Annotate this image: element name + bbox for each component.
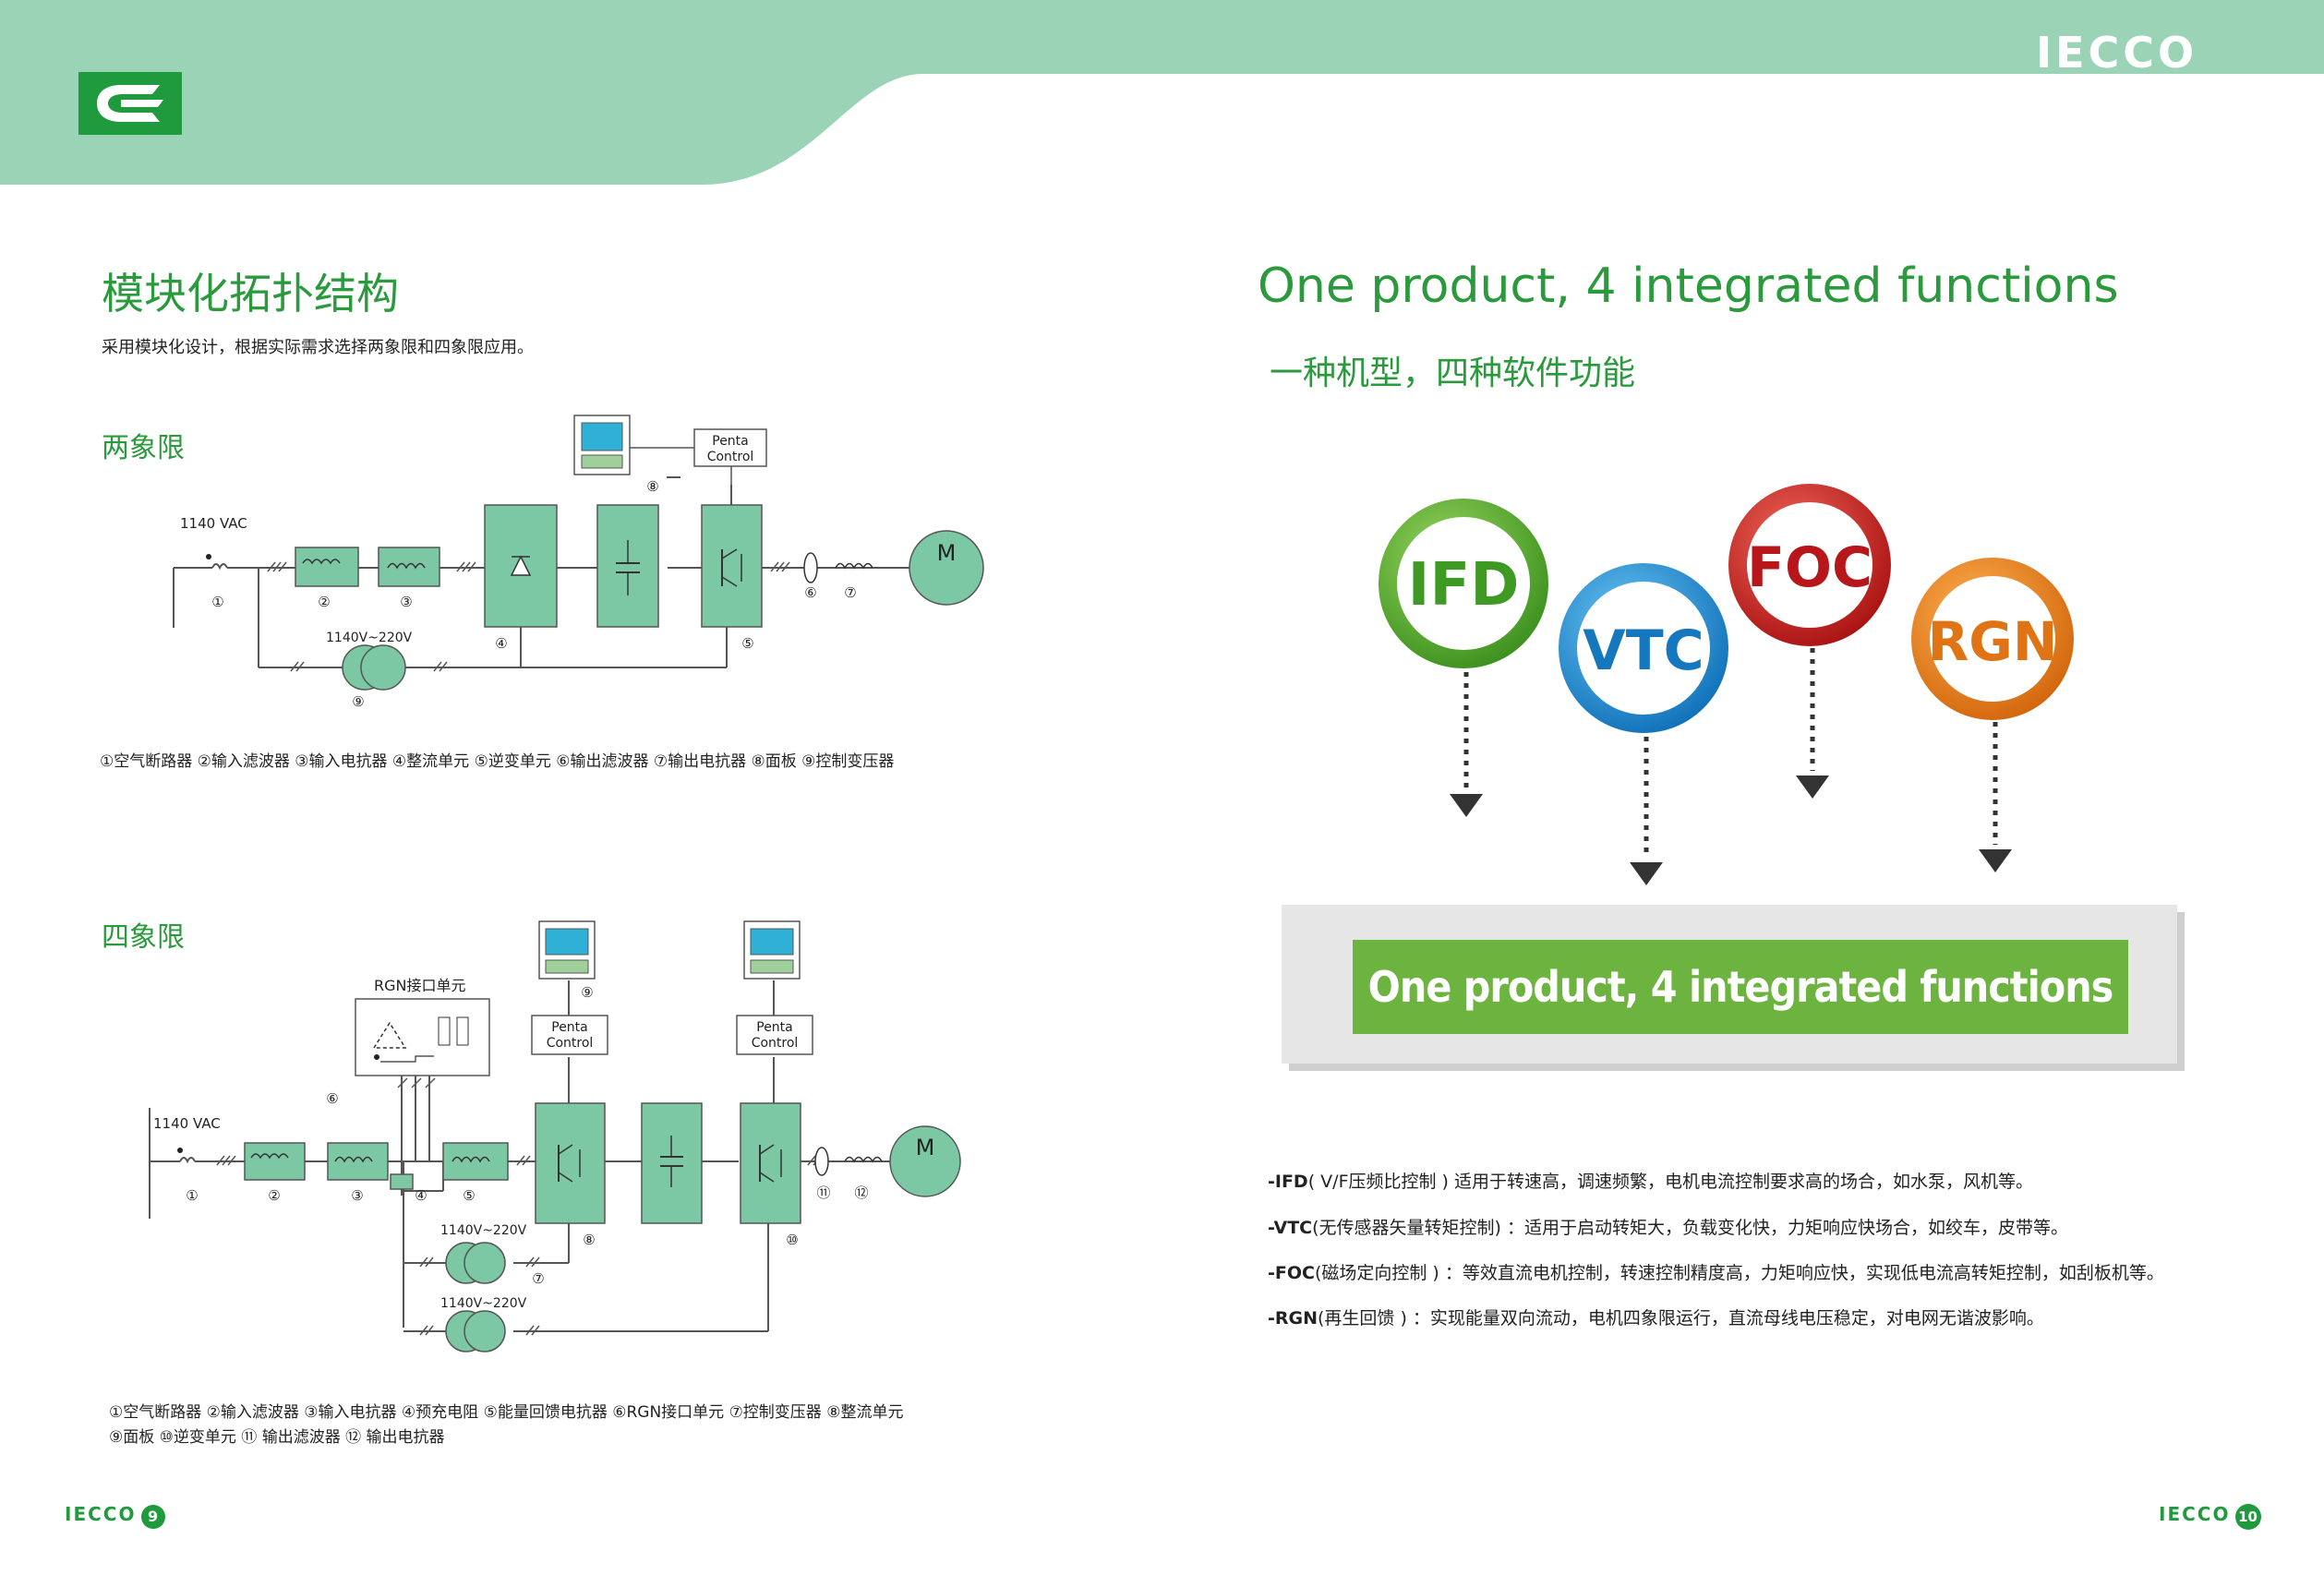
svg-text:⑥: ⑥ [326, 1090, 338, 1107]
pill-vtc: VTC [1559, 563, 1728, 885]
page-title: 模块化拓扑结构 [102, 269, 399, 319]
four-quadrant-diagram: RGN接口单元 Penta Control Penta Control M 11… [149, 920, 961, 1353]
control-label: Control [707, 450, 754, 464]
two-quadrant-legend: ①空气断路器 ②输入滤波器 ③输入电抗器 ④整流单元 ⑤逆变单元 ⑥输出滤波器 … [100, 752, 895, 771]
pill-vtc-label: VTC [1583, 619, 1704, 683]
svg-text:②: ② [268, 1187, 280, 1204]
pill-ifd: IFD [1379, 499, 1548, 817]
desc-ifd: -IFD( V/F压频比控制 ) 适用于转速高，调速频繁，电机电流控制要求高的场… [1268, 1168, 2033, 1193]
page-subtitle: 采用模块化设计，根据实际需求选择两象限和四象限应用。 [102, 338, 534, 357]
pill-ifd-label: IFD [1408, 551, 1520, 619]
penta-label-2: Penta [756, 1020, 793, 1035]
svg-text:⑥: ⑥ [804, 584, 816, 601]
desc-vtc-key: -VTC [1268, 1218, 1313, 1238]
four-quadrant-legend-2: ⑨面板 ⑩逆变单元 ⑪ 输出滤波器 ⑫ 输出电抗器 [109, 1428, 445, 1447]
svg-text:③: ③ [400, 594, 412, 610]
transformer-label-a: 1140V~220V [440, 1223, 527, 1238]
desc-foc-text: (磁场定向控制 ) ：等效直流电机控制，转速控制精度高，力矩响应快，实现低电流高… [1314, 1263, 2164, 1283]
svg-text:⑩: ⑩ [786, 1232, 798, 1248]
svg-text:⑦: ⑦ [844, 584, 856, 601]
logo-mark-icon [97, 85, 163, 122]
function-pills: IFD VTC FOC RGN [1379, 484, 2074, 885]
desc-rgn-text: (再生回馈 ) ：实现能量双向流动，电机四象限运行，直流母线电压稳定，对电网无谐… [1318, 1308, 2044, 1329]
svg-text:⑪: ⑪ [816, 1184, 830, 1201]
footer-brand-left: IECCO 9 [65, 1503, 165, 1529]
input-voltage-label-4q: 1140 VAC [153, 1115, 221, 1132]
transformer-label: 1140V~220V [326, 631, 413, 645]
motor-label-4q: M [916, 1135, 935, 1160]
page-number-left: 9 [140, 1504, 165, 1529]
desc-vtc: -VTC(无传感器矢量转矩控制) ：适用于启动转矩大，负载变化快，力矩响应快场合… [1268, 1214, 2068, 1239]
desc-rgn-key: -RGN [1268, 1308, 1319, 1329]
rgn-unit-label: RGN接口单元 [374, 977, 466, 994]
desc-rgn: -RGN(再生回馈 ) ：实现能量双向流动，电机四象限运行，直流母线电压稳定，对… [1268, 1304, 2044, 1329]
svg-text:⑧: ⑧ [646, 478, 658, 495]
desc-ifd-text: ( V/F压频比控制 ) 适用于转速高，调速频繁，电机电流控制要求高的场合，如水… [1307, 1172, 2033, 1192]
svg-text:⑦: ⑦ [532, 1270, 544, 1287]
company-logo [78, 72, 182, 135]
pill-foc-label: FOC [1747, 535, 1872, 600]
control-label-2: Control [752, 1036, 799, 1051]
right-title: One product, 4 integrated functions [1258, 258, 2119, 314]
brand-header: IECCO [2036, 28, 2198, 78]
pill-rgn-label: RGN [1928, 610, 2058, 673]
control-label-1: Control [547, 1036, 594, 1051]
right-subtitle: 一种机型，四种软件功能 [1270, 355, 1636, 392]
svg-text:⑨: ⑨ [352, 693, 364, 710]
svg-text:①: ① [211, 594, 223, 610]
input-voltage-label: 1140 VAC [180, 515, 247, 532]
transformer-label-b: 1140V~220V [440, 1296, 527, 1311]
desc-ifd-key: -IFD [1268, 1172, 1308, 1192]
svg-text:④: ④ [415, 1187, 427, 1204]
svg-text:②: ② [318, 594, 330, 610]
page-number-right: 10 [2234, 1503, 2261, 1530]
motor-label: M [937, 540, 957, 566]
pill-rgn: RGN [1911, 558, 2074, 872]
desc-vtc-text: (无传感器矢量转矩控制) ：适用于启动转矩大，负载变化快，力矩响应快场合，如绞车… [1312, 1218, 2068, 1238]
penta-label: Penta [712, 434, 749, 449]
four-quadrant-heading: 四象限 [102, 921, 185, 954]
svg-text:⑫: ⑫ [854, 1184, 868, 1201]
svg-text:⑤: ⑤ [463, 1187, 475, 1204]
svg-text:④: ④ [495, 635, 507, 652]
desc-foc: -FOC(磁场定向控制 ) ：等效直流电机控制，转速控制精度高，力矩响应快，实现… [1268, 1259, 2164, 1284]
svg-text:③: ③ [351, 1187, 363, 1204]
banner-text: One product, 4 integrated functions [1353, 940, 2128, 1034]
header-band [0, 0, 2324, 185]
svg-text:⑤: ⑤ [741, 635, 753, 652]
footer-brand-right: IECCO 10 [2159, 1503, 2261, 1530]
two-quadrant-heading: 两象限 [102, 432, 185, 464]
svg-text:①: ① [186, 1187, 198, 1204]
four-quadrant-legend-1: ①空气断路器 ②输入滤波器 ③输入电抗器 ④预充电阻 ⑤能量回馈电抗器 ⑥RGN… [109, 1403, 904, 1422]
penta-label-1: Penta [551, 1020, 588, 1035]
svg-text:⑧: ⑧ [583, 1232, 595, 1248]
svg-text:⑨: ⑨ [581, 984, 593, 1001]
footer-brand-text-right: IECCO [2159, 1503, 2231, 1525]
desc-foc-key: -FOC [1268, 1263, 1315, 1283]
pill-foc: FOC [1728, 484, 1891, 799]
footer-brand-text: IECCO [65, 1503, 137, 1525]
